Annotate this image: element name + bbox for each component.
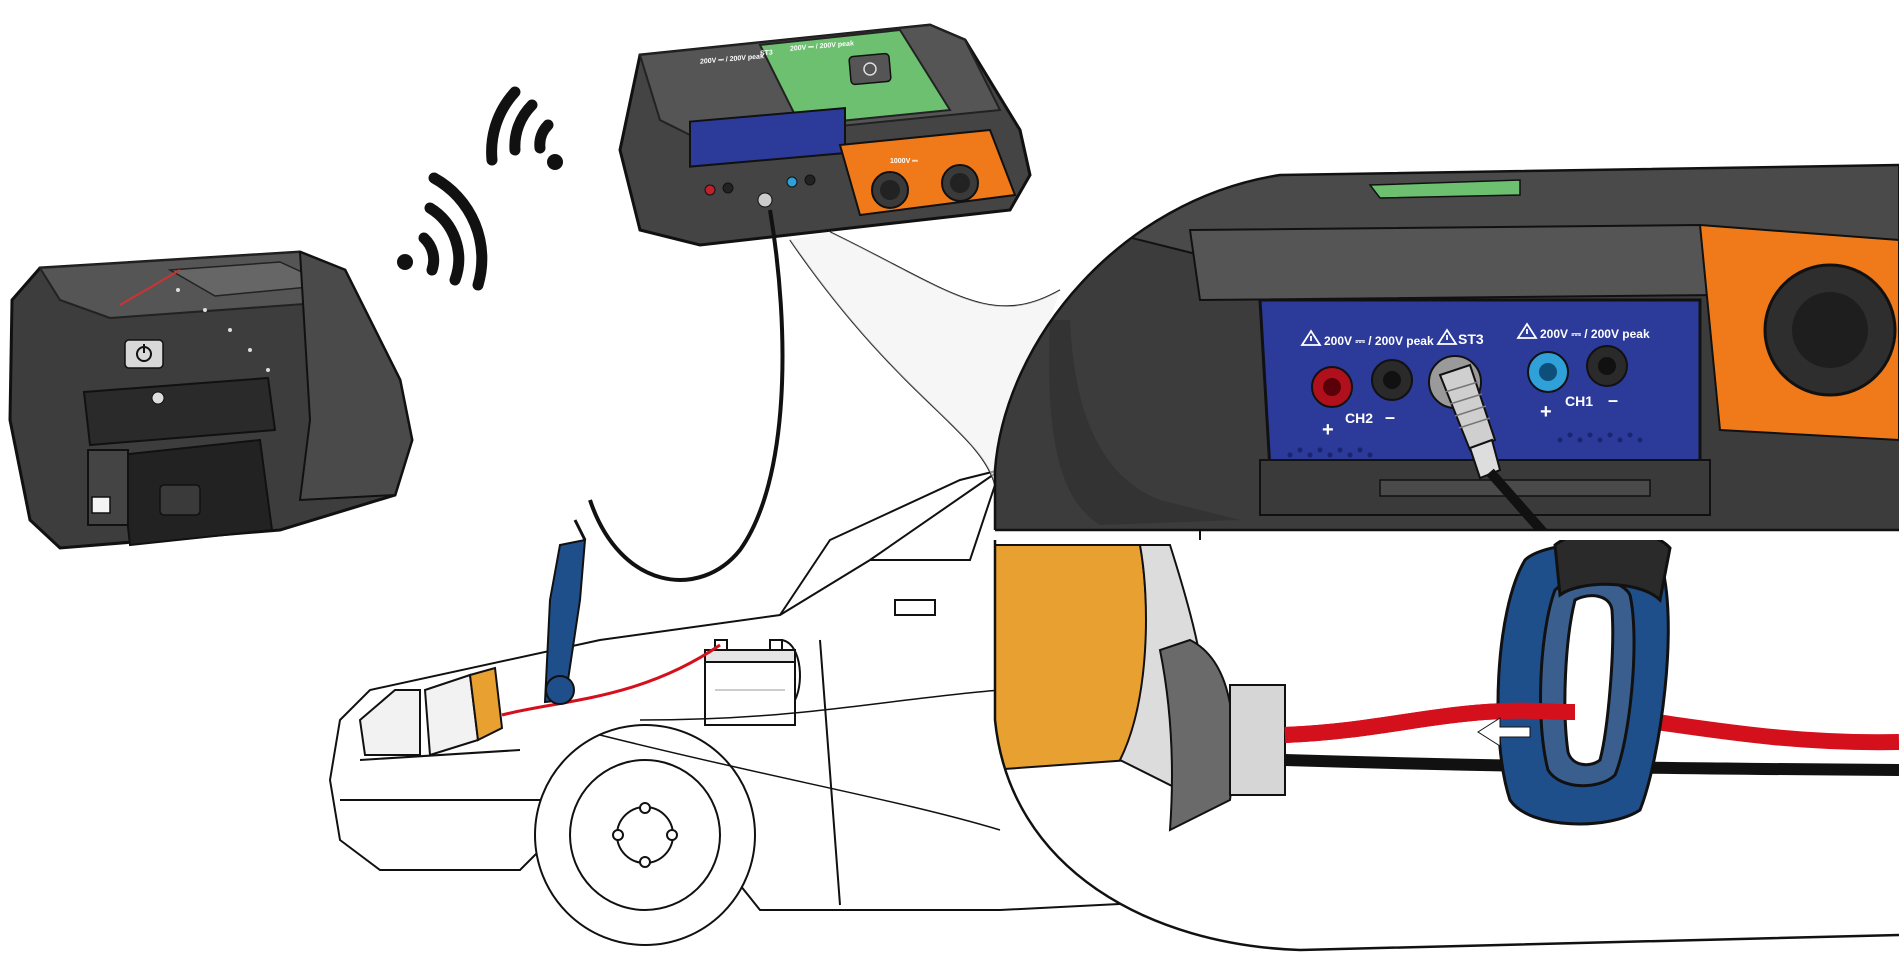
zoom-ports-panel: 200V ⎓ / 200V peak + CH2 – ST3 200V ⎓ / … — [995, 165, 1899, 530]
warning-triangle-icon — [1516, 322, 1538, 339]
st3-cable — [1486, 468, 1554, 530]
scope-device: 200V ⎓ / 200V peak ST3 200V ⎓ / 200V pea… — [618, 23, 1032, 247]
small-st3-label: ST3 — [760, 49, 773, 57]
current-direction-arrow-icon — [1477, 717, 1531, 747]
ch1-label: CH1 — [1565, 393, 1593, 409]
zoom-clamp-panel — [995, 540, 1899, 950]
battery-wire-red — [501, 643, 721, 717]
power-icon — [136, 344, 152, 362]
ch2-minus: – — [1385, 407, 1395, 427]
vci-device — [8, 250, 414, 550]
warning-triangle-icon — [1300, 329, 1322, 346]
current-clamp-small — [543, 519, 587, 705]
battery — [704, 639, 796, 726]
small-hv-label: 1000V ⎓ — [890, 158, 918, 165]
ch2-label: CH2 — [1345, 410, 1373, 426]
probe-cable — [588, 209, 785, 582]
ch2-plus: + — [1322, 419, 1334, 441]
ch1-plus: + — [1540, 401, 1552, 423]
ch1-rating: 200V ⎓ / 200V peak — [1540, 327, 1650, 341]
wireless-signal-icon — [397, 86, 563, 291]
ch2-rating: 200V ⎓ / 200V peak — [1324, 334, 1434, 348]
zoom-ports-border — [993, 163, 1899, 530]
current-clamp-large — [1496, 540, 1672, 826]
callout-fill — [790, 232, 1060, 485]
vent-dots — [1287, 432, 1643, 458]
battery-wire-black — [779, 639, 801, 701]
headlights — [358, 666, 504, 757]
warning-triangle-icon — [1436, 328, 1458, 345]
zoom-clamp-border — [993, 540, 1899, 952]
st3-label: ST3 — [1458, 331, 1484, 347]
ch1-minus: – — [1608, 390, 1618, 410]
st3-connector — [1428, 355, 1502, 480]
